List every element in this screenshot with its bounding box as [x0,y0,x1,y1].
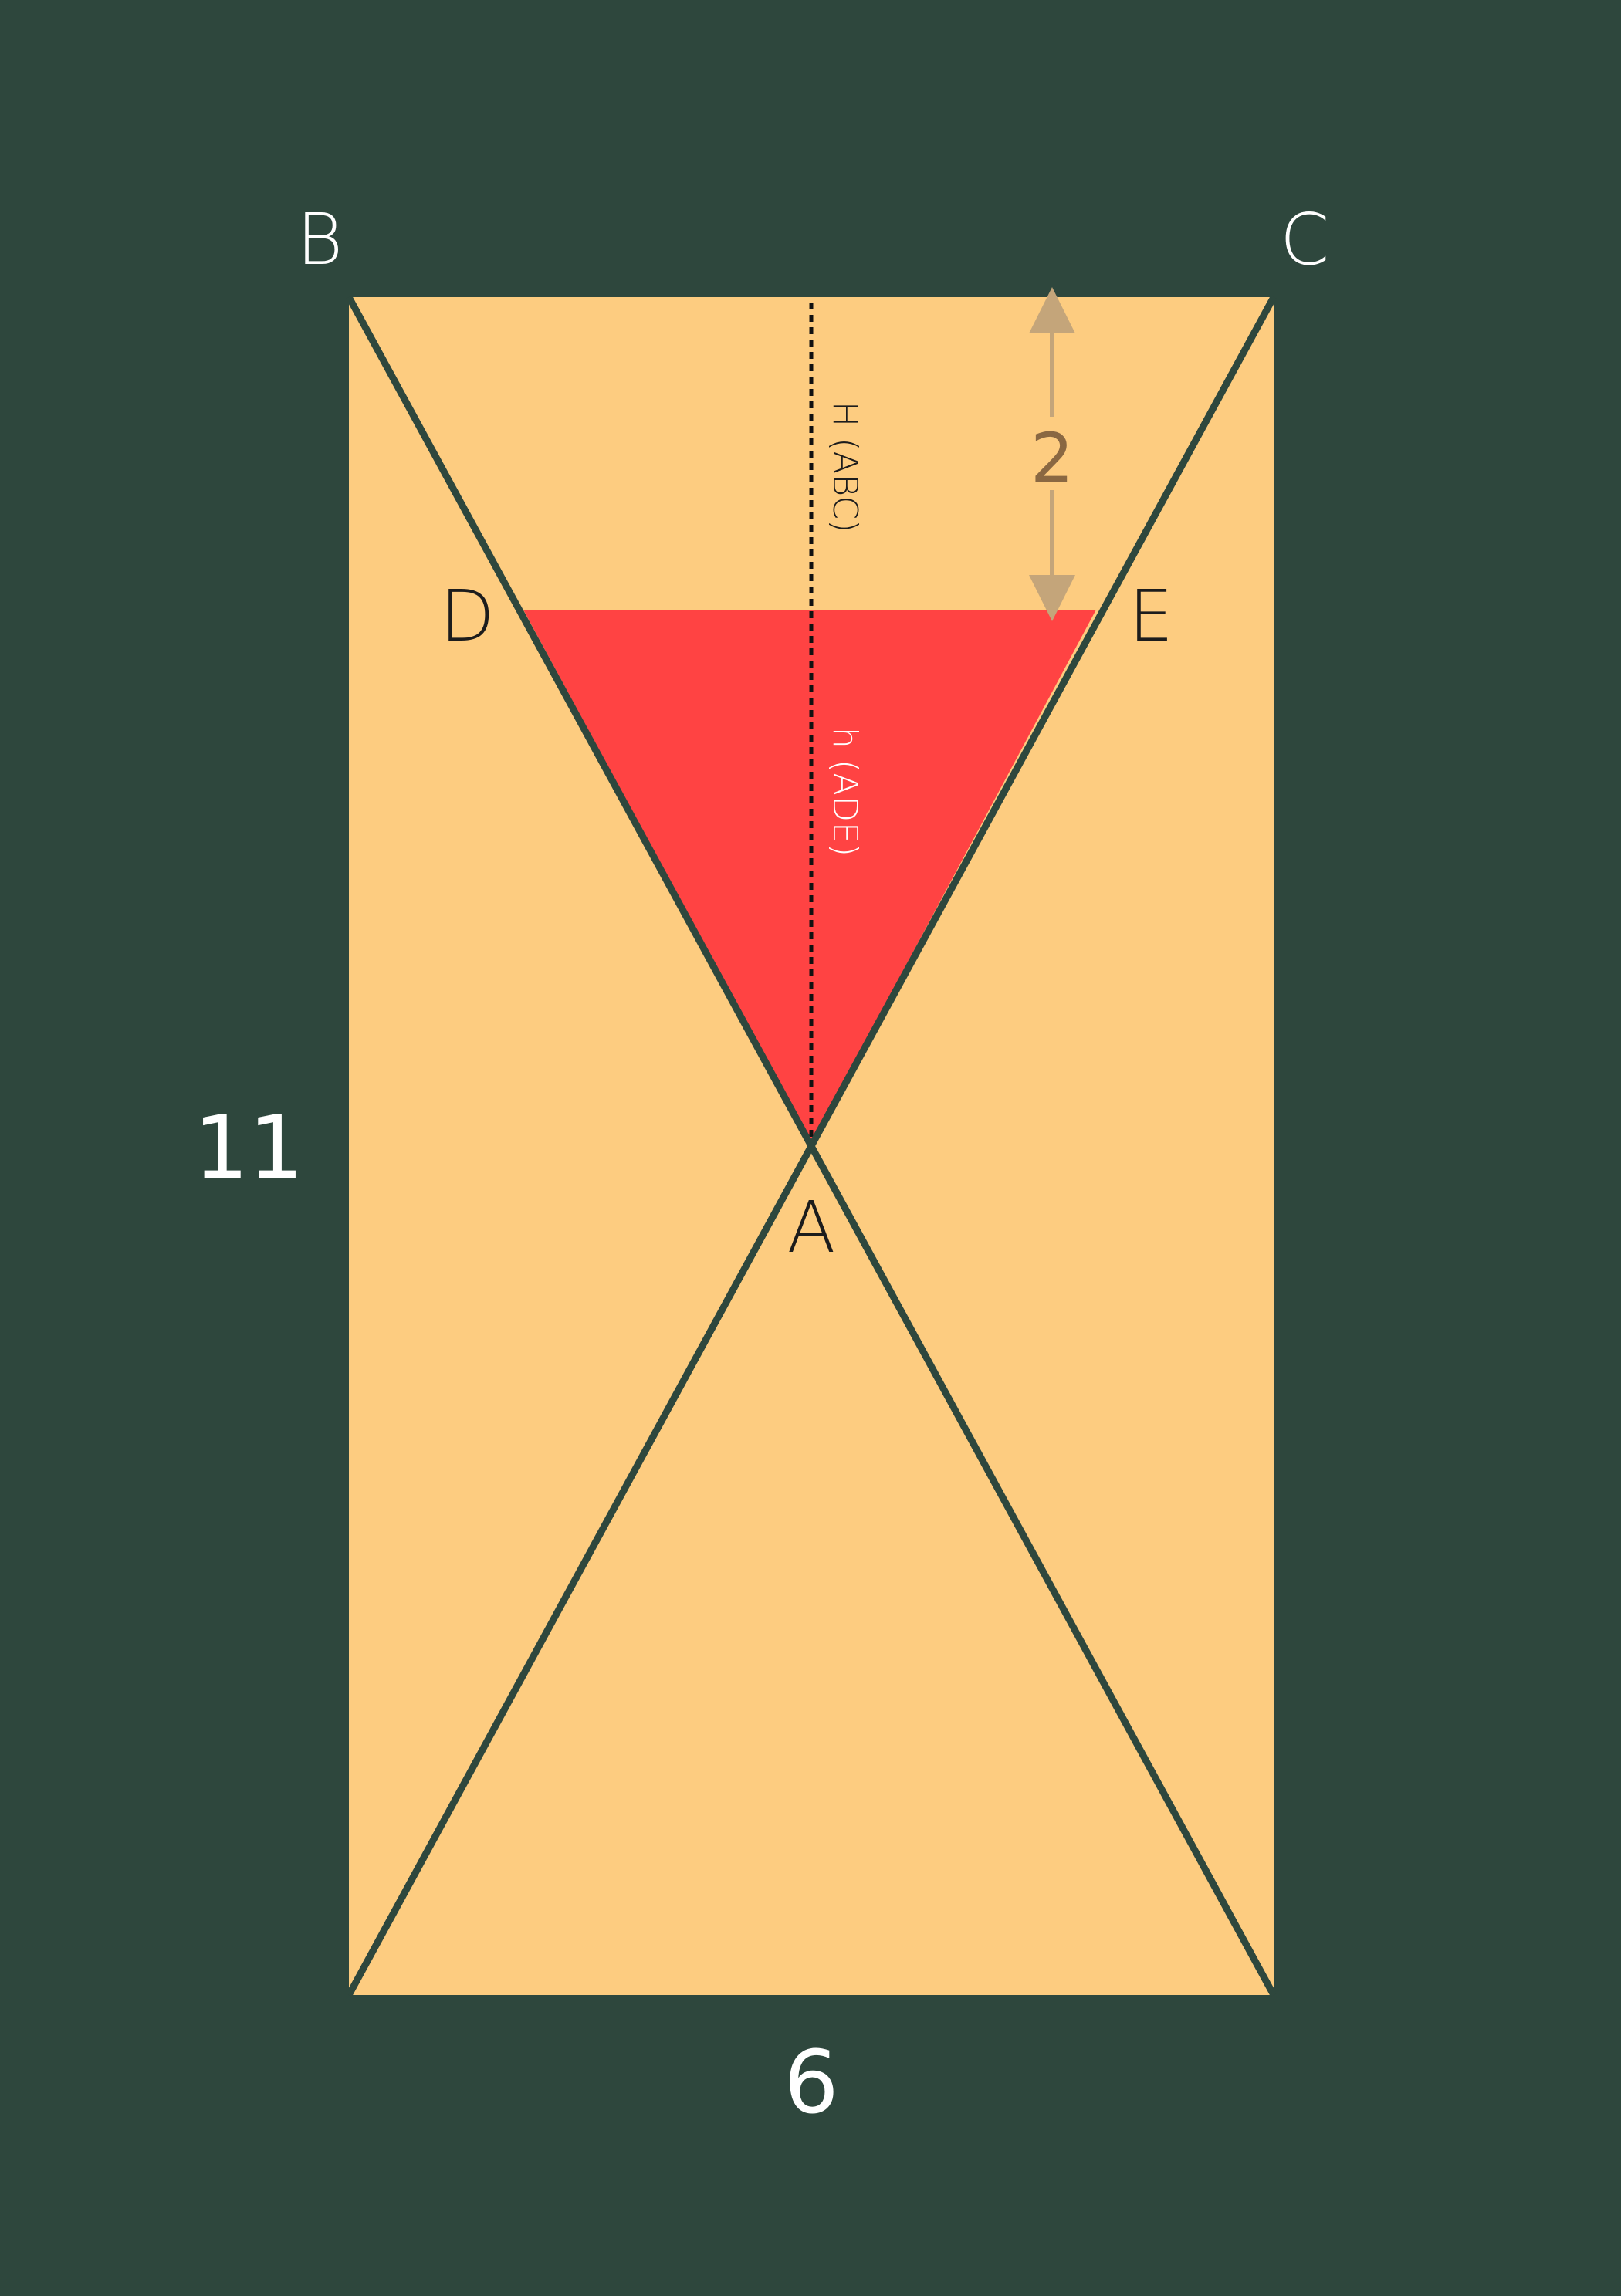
point-label-E: E [1129,575,1173,658]
point-label-C: C [1280,198,1329,281]
point-label-A: A [787,1186,836,1269]
height-ABC-label: H (ABC) [825,401,865,533]
height-ADE-label: h (ADE) [825,727,865,857]
height-dimension-label: 11 [194,1098,304,1199]
diagonal-C-bottom-left [346,295,1277,1997]
gap-label: 2 [1030,418,1074,498]
width-dimension-label: 6 [783,2033,838,2133]
point-label-D: D [440,575,495,658]
point-label-B: B [296,198,343,281]
